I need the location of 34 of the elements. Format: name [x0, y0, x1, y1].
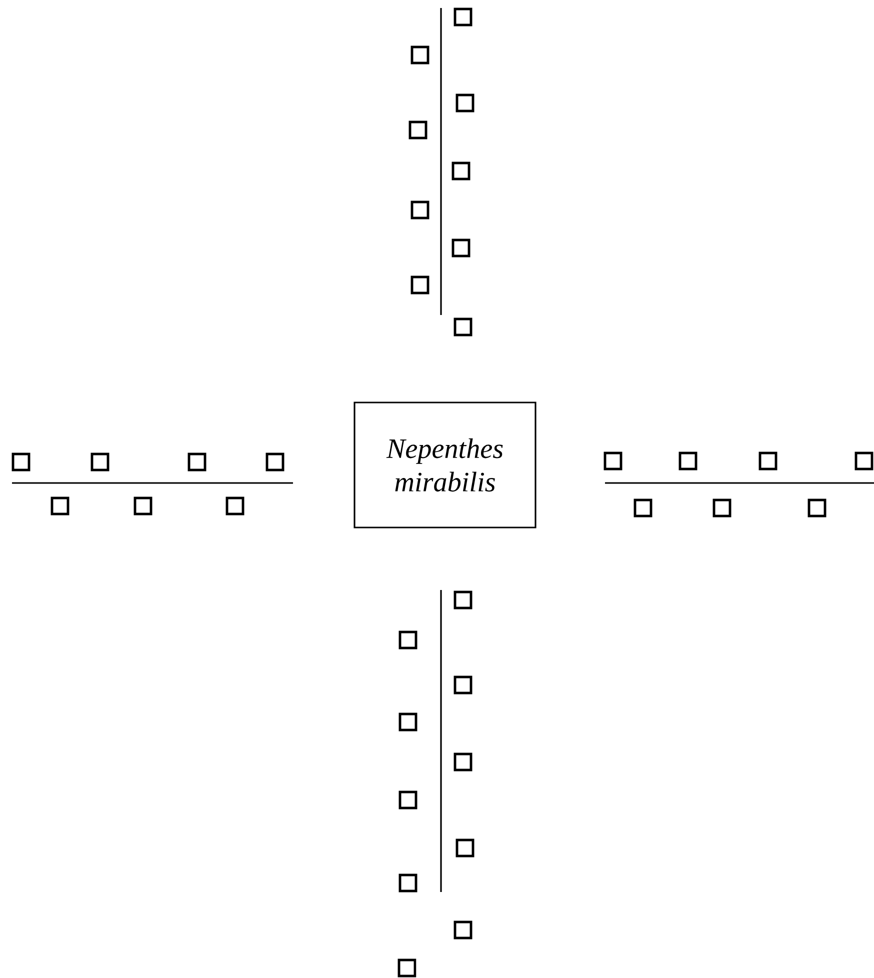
empty-square: [454, 676, 472, 694]
empty-square: [634, 498, 652, 518]
empty-square: [410, 276, 430, 294]
empty-square: [50, 496, 70, 516]
empty-square: [452, 162, 470, 180]
empty-square: [226, 496, 244, 516]
empty-square: [808, 498, 826, 518]
empty-square: [398, 958, 416, 978]
title-box: Nepenthes mirabilis: [354, 402, 536, 528]
empty-square: [410, 46, 430, 64]
empty-square: [398, 790, 418, 810]
empty-square: [454, 920, 472, 940]
empty-square: [408, 120, 428, 140]
empty-square: [854, 452, 874, 470]
empty-square: [398, 874, 418, 892]
empty-square: [712, 498, 732, 518]
empty-square: [12, 452, 30, 472]
empty-square: [188, 452, 206, 472]
empty-square: [454, 752, 472, 772]
empty-square: [398, 630, 418, 650]
empty-square: [398, 712, 418, 732]
empty-square: [678, 452, 698, 470]
empty-square: [456, 838, 474, 858]
empty-square: [456, 94, 474, 112]
empty-square: [454, 8, 472, 26]
empty-square: [454, 590, 472, 610]
empty-square: [134, 496, 152, 516]
empty-square: [410, 200, 430, 220]
empty-square: [454, 318, 472, 336]
empty-square: [266, 452, 284, 472]
empty-square: [604, 452, 622, 470]
empty-square: [452, 238, 470, 258]
empty-square: [90, 452, 110, 472]
empty-square: [758, 452, 778, 470]
